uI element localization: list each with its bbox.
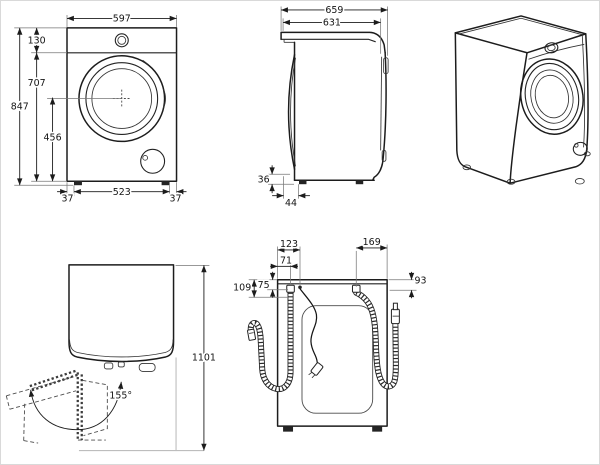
side-foot-front (299, 180, 307, 185)
filter-cap-3d (572, 141, 588, 156)
dim-drain-offset: 71 (280, 256, 292, 267)
dim-cord-offset: 123 (280, 239, 298, 250)
dim-depth-total: 659 (325, 5, 343, 16)
dim-hub-height: 456 (44, 132, 62, 143)
drain-hose-end (247, 328, 257, 341)
rear-panel (301, 305, 374, 414)
foot-3d (583, 151, 591, 157)
foot-3d (462, 164, 471, 171)
front-cabinet (66, 27, 178, 182)
door-3d (519, 58, 584, 135)
program-knob (114, 33, 129, 48)
perspective-view (454, 15, 591, 185)
dim-inlet-drop: 93 (415, 275, 427, 286)
inlet-hose (351, 284, 400, 386)
rear-cabinet (276, 279, 388, 427)
rear-view: 123 71 169 109 75 93 (232, 236, 428, 432)
door-hinge-tab (103, 362, 114, 370)
front-face-edge (509, 33, 589, 184)
door-hinge-tab (117, 361, 125, 368)
panel-line-3d (528, 43, 585, 60)
side-foot-rear (355, 180, 364, 185)
front-foot-left (73, 181, 82, 186)
side-view: 659 631 36 44 (256, 4, 389, 211)
front-foot-right (161, 181, 170, 186)
cord-grommet (298, 285, 302, 290)
dim-depth-body: 631 (323, 18, 341, 29)
door-latch-recess (138, 363, 156, 372)
front-view: 597 847 130 707 456 523 37 37 (9, 12, 187, 206)
dim-foot-inset-left: 37 (61, 194, 73, 205)
foot-3d (574, 178, 585, 185)
dim-foot-setback: 44 (285, 198, 297, 209)
door-90deg-outline (82, 379, 108, 437)
top-face (454, 15, 587, 54)
top-view-body (68, 264, 175, 363)
dim-feet-span: 523 (113, 187, 131, 198)
dim-front-height: 847 (11, 102, 29, 113)
dim-drain-drop: 109 (233, 283, 251, 294)
power-plug (308, 362, 324, 379)
drain-hose-clamp (286, 284, 295, 293)
door-angle-arc (28, 381, 124, 431)
dim-drain-drop-upper: 75 (258, 280, 270, 291)
door-handle (163, 88, 166, 109)
door-155deg-outline (6, 376, 74, 397)
dim-body-height: 707 (28, 78, 46, 89)
dim-inlet-offset: 169 (363, 237, 381, 248)
door-open-view: 155° 1101 (5, 264, 218, 452)
rear-foot-left (283, 426, 294, 432)
hinge-cover (383, 57, 389, 75)
dim-door-angle: 155° (109, 390, 132, 401)
door-bulge (287, 54, 296, 171)
rear-foot-right (372, 426, 383, 432)
foot-3d (506, 178, 516, 185)
dim-front-width: 597 (113, 14, 131, 25)
door-notch (142, 59, 149, 66)
door-155deg-edge (28, 369, 76, 388)
knob-3d (544, 42, 559, 54)
inlet-hose-nipple (392, 302, 398, 311)
front-left-edge (509, 52, 528, 184)
dim-foot-inset-right: 37 (170, 194, 182, 205)
dim-bottom-clearance: 36 (258, 175, 270, 186)
dim-panel-height: 130 (28, 35, 46, 46)
power-cord (298, 285, 324, 379)
dim-depth-door-open: 1101 (192, 352, 216, 363)
worktop (280, 31, 386, 54)
drain-filter-cap (140, 148, 166, 174)
drain-hose (247, 284, 295, 389)
left-panel (454, 32, 511, 184)
side-back-edge (371, 52, 387, 181)
